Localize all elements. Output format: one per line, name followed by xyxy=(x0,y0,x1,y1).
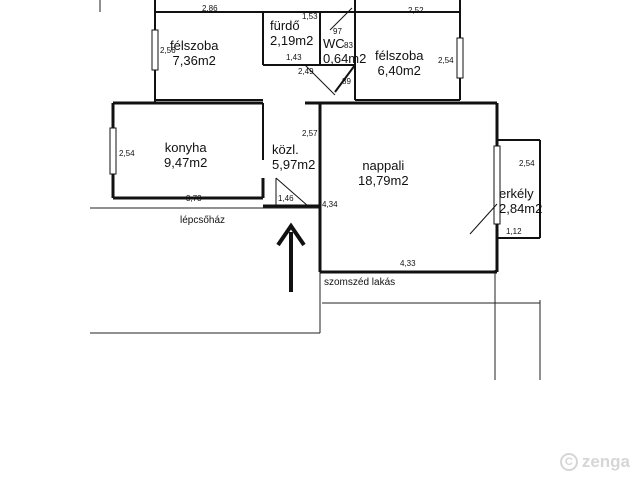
windows xyxy=(109,29,501,225)
room-name: fürdő xyxy=(270,18,300,33)
dim-label: 2,86 xyxy=(202,4,218,13)
room-name: félszoba xyxy=(375,48,424,63)
room-konyha: konyha 9,47m2 xyxy=(164,140,207,170)
room-name: félszoba xyxy=(170,38,219,53)
door-entrance-swing xyxy=(275,178,308,207)
dim-label: 1,12 xyxy=(506,227,522,236)
dim-label: 1,53 xyxy=(302,12,318,21)
door-living-swing xyxy=(469,203,498,235)
dim-label: 3,73 xyxy=(186,194,202,203)
room-name: közl. xyxy=(272,142,299,157)
room-area: 6,40m2 xyxy=(377,63,421,78)
dim-label: 89 xyxy=(342,77,351,86)
room-area: 7,36m2 xyxy=(172,53,216,68)
wall-wc-door-swing xyxy=(334,64,356,93)
dim-label: 1,46 xyxy=(278,194,294,203)
exterior-walls xyxy=(111,101,499,274)
dim-label: 2,49 xyxy=(298,67,314,76)
dim-label: 2,57 xyxy=(302,129,318,138)
room-kozl: közl. 5,97m2 xyxy=(272,142,315,172)
room-area: 0,64m2 xyxy=(323,51,367,66)
dim-label: 2,54 xyxy=(438,56,454,65)
room-area: 5,97m2 xyxy=(272,157,316,172)
room-name: WC xyxy=(323,36,345,51)
doors xyxy=(275,7,498,235)
room-felszoba-right: félszoba 6,40m2 xyxy=(375,48,423,78)
window-right-room xyxy=(456,37,464,79)
brand-name: zenga xyxy=(581,452,630,471)
room-furdo: fürdő 2,19m2 xyxy=(270,18,313,48)
interior-walls xyxy=(154,0,461,160)
window-living xyxy=(493,145,501,225)
dim-label: 1,43 xyxy=(286,53,302,62)
window-left-room xyxy=(151,29,159,71)
room-felszoba-left: félszoba 7,36m2 xyxy=(170,38,218,68)
door-wc-diag xyxy=(329,7,353,31)
door-furdo-diag xyxy=(304,64,336,96)
room-area: 2,84m2 xyxy=(499,201,543,216)
room-erkely: erkély 2,84m2 xyxy=(499,186,542,216)
room-area: 18,79m2 xyxy=(358,173,409,188)
door-entrance-leaf xyxy=(275,177,309,207)
dim-label: 2,54 xyxy=(119,149,135,158)
stairwell-label: lépcsőház xyxy=(180,215,226,226)
window-kitchen xyxy=(109,127,117,175)
brand-logo-icon: C xyxy=(559,453,578,471)
room-wc: WC 0,64m2 xyxy=(323,36,366,66)
dim-label: 2,52 xyxy=(408,6,424,15)
neighbor-label: szomszéd lakás xyxy=(324,277,396,288)
dim-label: 2,56 xyxy=(160,46,176,55)
room-name: konyha xyxy=(164,140,207,155)
dim-label: 4,33 xyxy=(400,259,416,268)
dim-label: 83 xyxy=(344,41,353,50)
entrance-arrow xyxy=(276,222,306,292)
balcony xyxy=(497,139,541,239)
room-area: 9,47m2 xyxy=(164,155,208,170)
room-nappali: nappali 18,79m2 xyxy=(358,158,409,188)
room-area: 2,19m2 xyxy=(270,33,314,48)
room-name: erkély xyxy=(499,186,534,201)
room-name: nappali xyxy=(362,158,405,173)
dim-label: 2,54 xyxy=(519,159,535,168)
arrow-head xyxy=(276,222,306,247)
dim-label: 4,34 xyxy=(322,200,338,209)
brand-watermark: C zenga xyxy=(559,452,630,472)
dim-label: 97 xyxy=(333,27,342,36)
